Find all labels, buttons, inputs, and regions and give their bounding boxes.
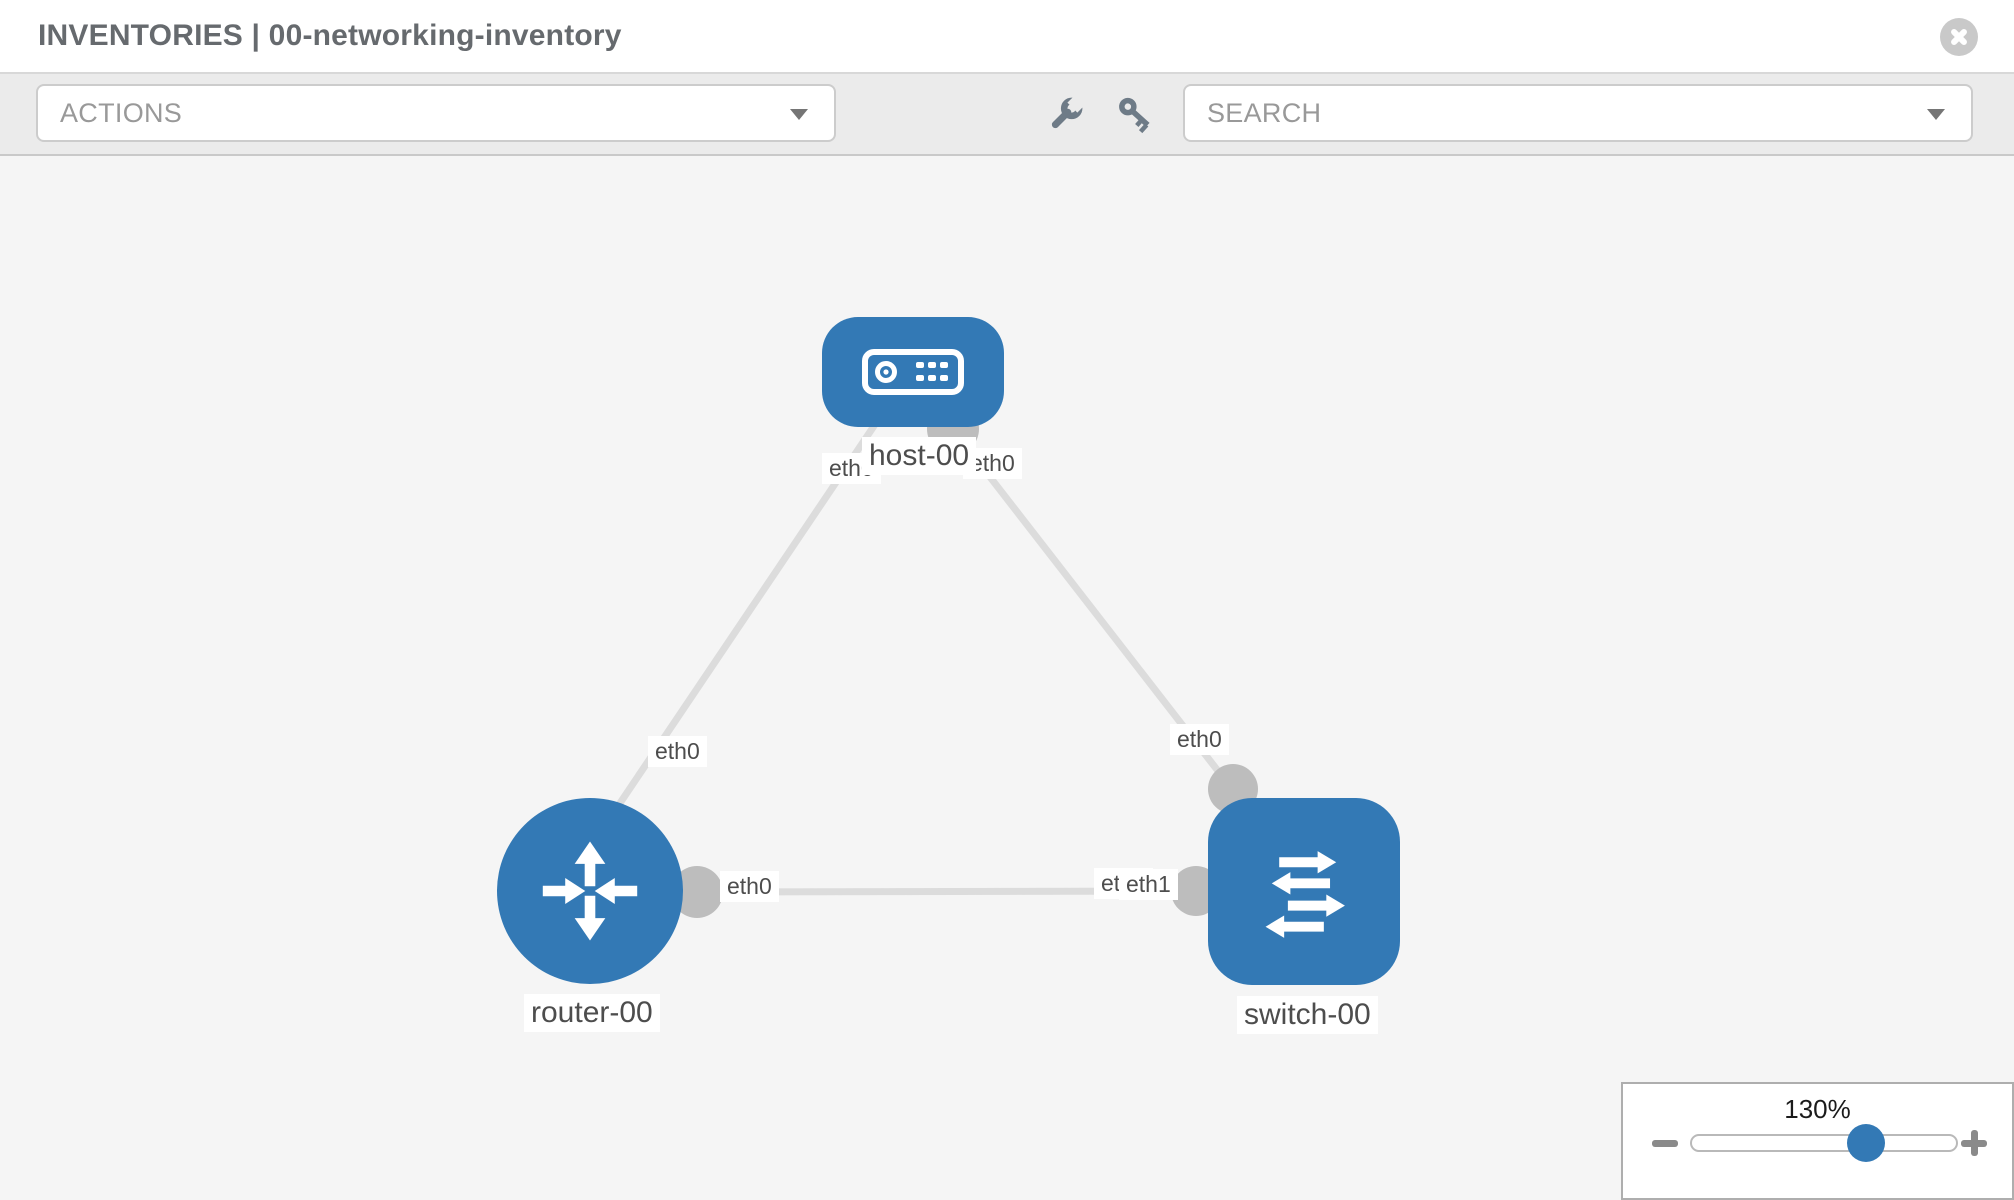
node-host[interactable] bbox=[822, 317, 1004, 427]
actions-dropdown[interactable]: ACTIONS bbox=[36, 84, 836, 142]
zoom-panel: 130% bbox=[1621, 1082, 2014, 1200]
zoom-out-button[interactable] bbox=[1652, 1140, 1678, 1147]
node-label-host: host-00 bbox=[862, 437, 977, 475]
toolbar: ACTIONS SEARCH bbox=[0, 74, 2014, 156]
search-dropdown-label: SEARCH bbox=[1207, 97, 1322, 128]
key-icon[interactable] bbox=[1116, 94, 1156, 134]
node-label-router: router-00 bbox=[524, 994, 660, 1032]
search-dropdown[interactable]: SEARCH bbox=[1183, 84, 1973, 142]
host-icon bbox=[862, 349, 964, 395]
close-icon[interactable] bbox=[1940, 18, 1978, 56]
wrench-icon[interactable] bbox=[1046, 94, 1086, 134]
router-icon bbox=[542, 841, 638, 941]
node-label-switch: switch-00 bbox=[1237, 996, 1378, 1034]
zoom-slider-track[interactable] bbox=[1690, 1124, 1958, 1162]
chevron-down-icon bbox=[790, 109, 808, 120]
interface-label: eth0 bbox=[1170, 724, 1229, 755]
node-switch[interactable] bbox=[1208, 798, 1400, 985]
node-router[interactable] bbox=[497, 798, 683, 984]
topology-canvas[interactable]: host-00 router-00 switch-00 eth0 eth0 et… bbox=[0, 156, 2014, 1200]
interface-label: eth0 bbox=[648, 736, 707, 767]
switch-icon bbox=[1265, 850, 1345, 938]
zoom-level: 130% bbox=[1784, 1094, 1851, 1124]
panel-header: INVENTORIES | 00-networking-inventory bbox=[0, 0, 2014, 74]
topology-links bbox=[611, 403, 1258, 918]
zoom-in-button[interactable] bbox=[1959, 1128, 1989, 1158]
interface-label: eth1 bbox=[1119, 869, 1178, 900]
actions-dropdown-label: ACTIONS bbox=[60, 97, 183, 128]
interface-dot-router[interactable] bbox=[671, 866, 723, 918]
zoom-slider-thumb[interactable] bbox=[1847, 1124, 1885, 1162]
page-title: INVENTORIES | 00-networking-inventory bbox=[38, 19, 622, 52]
interface-label: eth0 bbox=[720, 871, 779, 902]
chevron-down-icon bbox=[1927, 109, 1945, 120]
